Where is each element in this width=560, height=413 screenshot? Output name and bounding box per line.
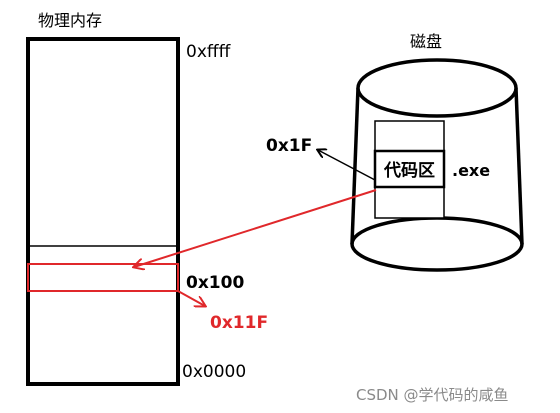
memory-title: 物理内存 — [38, 11, 102, 30]
offset-label: 0x1F — [266, 136, 312, 156]
watermark-text: CSDN @学代码的咸鱼 — [356, 386, 509, 404]
offset-arrow — [318, 150, 376, 181]
memory-block — [26, 37, 180, 386]
address-code-end-label: 0x11F — [210, 313, 268, 333]
exe-extension-label: .exe — [452, 161, 490, 180]
address-top-label: 0xffff — [186, 42, 232, 62]
code-region-label: 代码区 — [383, 160, 435, 181]
address-bottom-label: 0x0000 — [182, 362, 246, 382]
address-code-start-label: 0x100 — [186, 273, 244, 293]
disk-code-region — [373, 149, 446, 189]
code-end-arrow — [177, 290, 205, 306]
load-arrow — [134, 189, 377, 267]
disk-title: 磁盘 — [410, 32, 442, 51]
disk-cylinder — [350, 58, 524, 272]
memory-code-region — [27, 263, 179, 292]
